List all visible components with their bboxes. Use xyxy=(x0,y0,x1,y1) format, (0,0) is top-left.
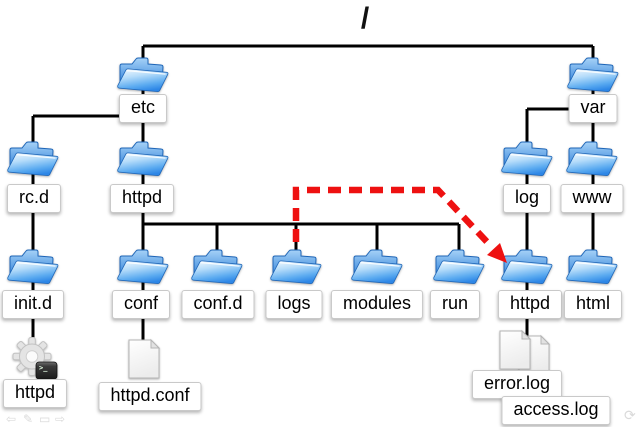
gear-terminal-icon: >_ xyxy=(12,337,58,380)
refresh-icon[interactable]: ⟳ xyxy=(624,407,636,423)
label-modules: modules xyxy=(330,290,424,319)
folder-icon-var xyxy=(565,54,621,98)
label-www: www xyxy=(560,184,624,213)
folder-icon-etc xyxy=(115,54,171,98)
file-icon-error-log xyxy=(497,329,533,371)
pencil-icon[interactable]: ✎ xyxy=(23,412,34,426)
back-arrow-icon[interactable]: ⇦ xyxy=(6,412,17,426)
label-httpd-conf: httpd.conf xyxy=(98,382,202,411)
folder-icon-rcd xyxy=(5,138,61,182)
folder-icon-conf xyxy=(115,246,171,290)
label-html: html xyxy=(563,290,623,319)
folder-icon-var-log-httpd xyxy=(499,246,555,290)
label-run: run xyxy=(429,290,481,319)
forward-arrow-icon[interactable]: ⇨ xyxy=(55,412,66,426)
root-directory-label: / xyxy=(360,2,370,35)
label-initd: init.d xyxy=(1,290,65,319)
label-confd: conf.d xyxy=(181,290,255,319)
terminal-badge: >_ xyxy=(35,361,58,380)
label-error-log: error.log xyxy=(471,370,563,399)
label-conf: conf xyxy=(111,290,171,319)
label-rcd: rc.d xyxy=(6,184,62,213)
folder-icon-logs xyxy=(268,246,324,290)
folder-icon-confd xyxy=(189,246,245,290)
folder-icon-modules xyxy=(349,246,405,290)
folder-icon-log xyxy=(499,138,555,182)
folder-icon-html xyxy=(564,246,620,290)
folder-icon-etc-httpd xyxy=(115,138,171,182)
label-var-log-httpd: httpd xyxy=(497,290,563,319)
label-var: var xyxy=(568,94,618,123)
label-etc-httpd: httpd xyxy=(109,184,175,213)
folder-icon-initd xyxy=(5,246,61,290)
frame-icon[interactable]: ▭ xyxy=(39,412,51,426)
folder-icon-run xyxy=(431,246,487,290)
label-logs: logs xyxy=(265,290,323,319)
label-access-log: access.log xyxy=(501,396,611,425)
label-etc: etc xyxy=(118,94,168,123)
terminal-prompt-glyph: >_ xyxy=(39,364,48,372)
label-httpd-daemon: httpd xyxy=(2,379,68,408)
folder-icon-www xyxy=(564,138,620,182)
file-icon-httpd-conf xyxy=(126,338,162,380)
label-log: log xyxy=(502,184,552,213)
